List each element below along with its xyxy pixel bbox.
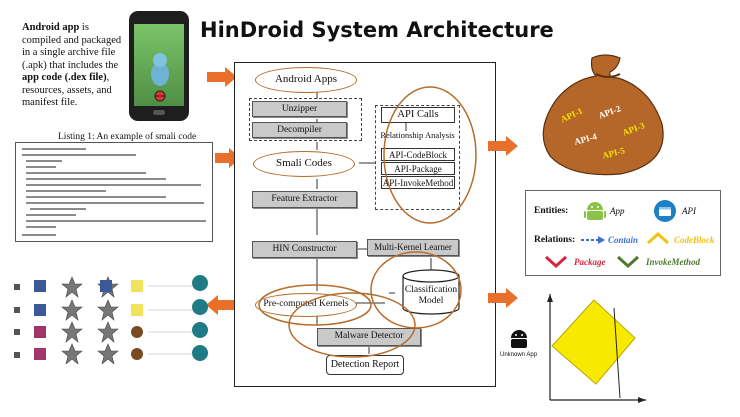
invoke-arrow-icon: [616, 255, 640, 269]
codeblock-arrow-icon: [646, 231, 670, 245]
api-label: API: [682, 206, 696, 216]
contain-label: Contain: [608, 235, 639, 245]
arrow-icon: [488, 288, 518, 308]
precomputed-kernels-node: Pre-computed Kernels: [255, 293, 357, 317]
intro-bold-code: app code (.dex file): [22, 72, 107, 83]
entities-label: Entities:: [534, 206, 569, 216]
highlight-ovals: [258, 86, 477, 358]
api-bag-illustration: API-1 API-2 API-3 API-4 API-5: [530, 52, 680, 180]
unknown-app-label: Unknown App: [500, 352, 538, 358]
detection-report-node: Detection Report: [326, 355, 404, 375]
feature-group: [375, 105, 460, 210]
feature-extractor-node: Feature Extractor: [252, 191, 357, 208]
listing-caption: Listing 1: An example of smali code: [58, 132, 197, 142]
api-invokemethod-node: API-InvokeMethod: [381, 176, 455, 189]
unknown-app-icon: [511, 330, 527, 348]
intro-text-2: , resources, assets, and manifest file.: [22, 72, 112, 108]
phone-home-button: [153, 110, 165, 115]
package-arrow-icon: [544, 255, 568, 269]
classification-plot: [547, 294, 646, 403]
decompiler-node: Decompiler: [252, 122, 347, 138]
android-icon: [584, 202, 606, 220]
pokemon-icon: [151, 53, 169, 102]
intro-bold-app: Android app: [22, 22, 80, 33]
arrow-icon: [207, 67, 237, 87]
arrow-icon: [206, 295, 234, 315]
teal-node-column: [192, 275, 208, 361]
api-codeblock-node: API-CodeBlock: [381, 148, 455, 161]
arrow-icon: [488, 136, 518, 156]
relationship-analysis-label: Relationship Analysis: [380, 130, 455, 140]
android-apps-node: Android Apps: [255, 67, 357, 93]
invoke-label: InvokeMethod: [646, 257, 700, 267]
diagram-title: HinDroid System Architecture: [200, 18, 554, 42]
phone-screen: [134, 24, 184, 106]
classification-model-node: Classification Model: [401, 268, 461, 316]
classification-label: Classification: [404, 285, 458, 295]
contain-arrow-icon: [581, 236, 605, 244]
intro-text-1: is compiled and packaged in a single arc…: [22, 22, 122, 71]
smali-code-listing: [15, 142, 213, 242]
database-icon: [402, 269, 460, 315]
code-lines-graphic: [22, 148, 206, 236]
multi-kernel-learner-node: Multi-Kernel Learner: [367, 239, 459, 256]
package-label: Package: [574, 257, 606, 267]
architecture-panel: Android Apps Unzipper Decompiler Smali C…: [234, 62, 496, 387]
api-calls-node: API Calls: [381, 107, 455, 123]
app-label: App: [610, 206, 625, 216]
kernel-matrices-illustration: [14, 276, 192, 364]
api-icon: [654, 200, 676, 222]
intro-text: Android app is compiled and packaged in …: [22, 22, 124, 110]
decompile-group: [249, 98, 362, 141]
unzipper-node: Unzipper: [252, 101, 347, 117]
malware-detector-node: Malware Detector: [317, 328, 421, 346]
smali-codes-node: Smali Codes: [253, 151, 355, 177]
legend-box: Entities: App API Relations: Contain Cod…: [525, 190, 721, 276]
model-label: Model: [418, 296, 444, 306]
api-package-node: API-Package: [381, 162, 455, 175]
relations-label: Relations:: [534, 235, 576, 245]
codeblock-label: CodeBlock: [674, 235, 715, 245]
hin-constructor-node: HIN Constructor: [252, 241, 357, 258]
phone-illustration: [129, 11, 189, 121]
money-bag-icon: [542, 54, 664, 176]
